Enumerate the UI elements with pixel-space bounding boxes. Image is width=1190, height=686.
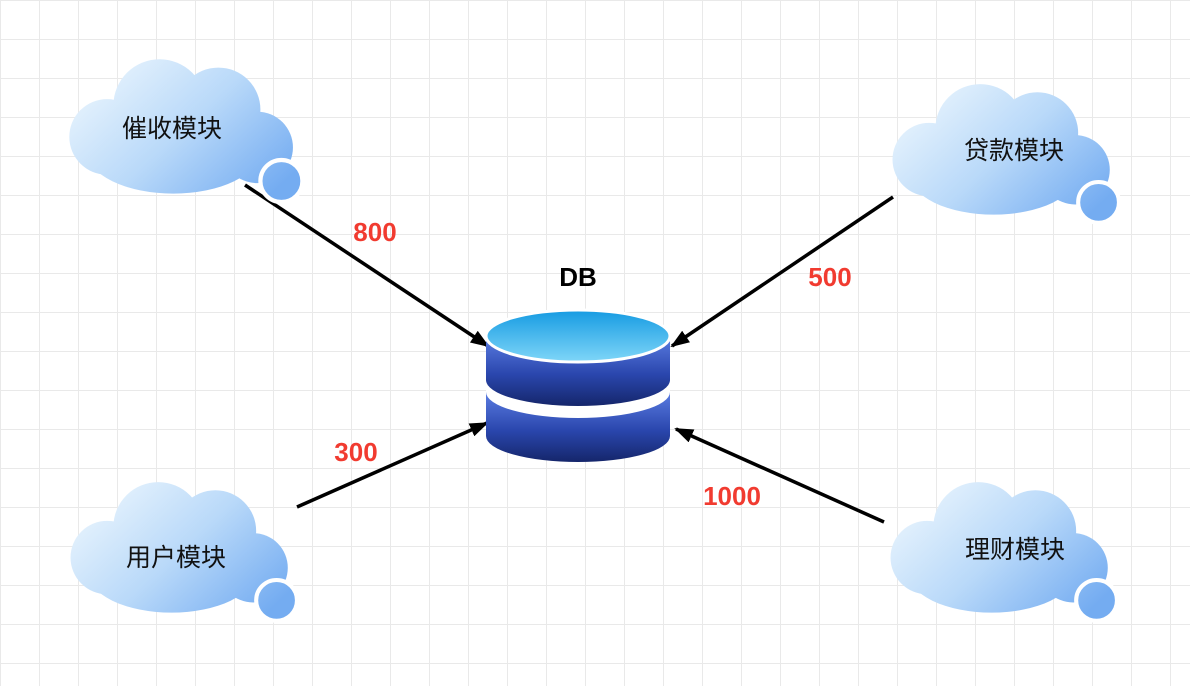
module-label-loan: 贷款模块 [964,137,1064,165]
edge-wealth-to-db [674,427,885,524]
db-label: DB [559,262,597,292]
module-label-user: 用户模块 [126,544,226,572]
edge-loan-to-db [670,195,894,348]
edge-value-collection: 800 [353,217,396,247]
database-band-bottom [486,392,670,462]
edge-value-loan: 500 [808,262,851,292]
edge-user-to-db [296,421,489,509]
database-top-ellipse [484,308,672,364]
edge-value-user: 300 [334,437,377,467]
edge-value-wealth: 1000 [703,481,761,511]
edge-collection-to-db [244,183,490,348]
module-label-wealth: 理财模块 [965,536,1065,564]
database-icon [484,308,672,462]
module-label-collection: 催收模块 [122,115,222,143]
